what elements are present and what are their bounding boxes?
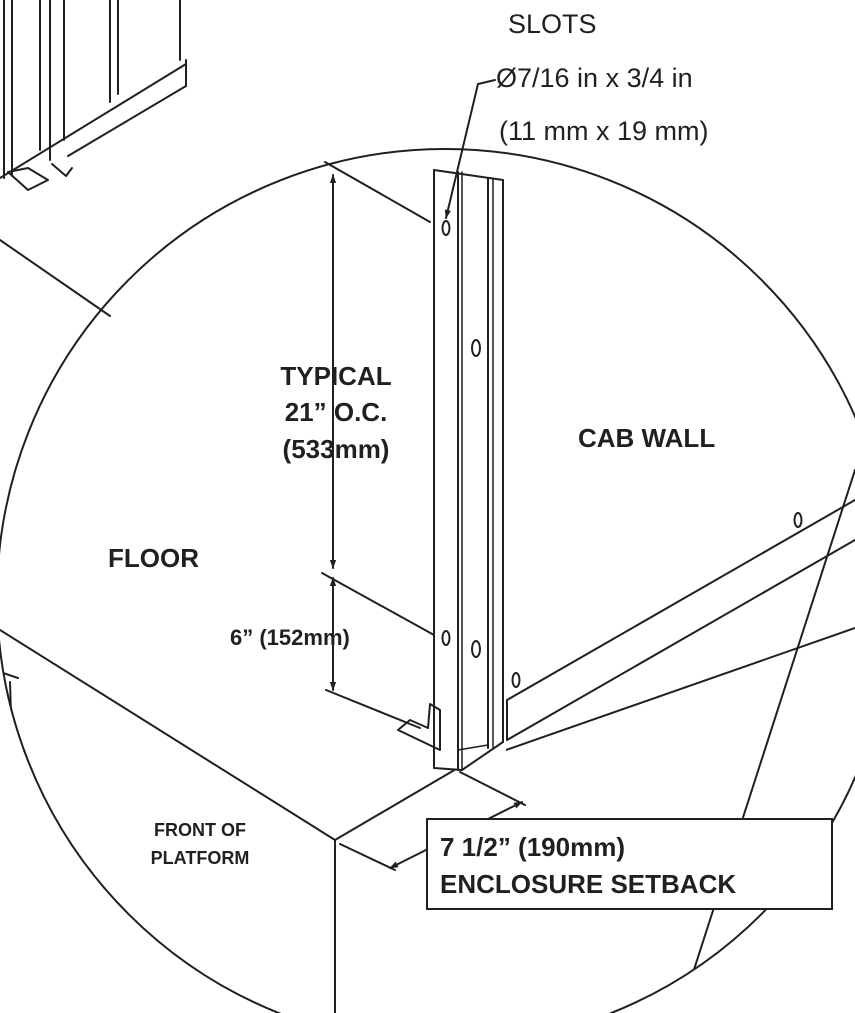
bottom-bracket [397,703,441,751]
enclosure-setback-label: ENCLOSURE SETBACK [440,869,736,899]
floor-label: FLOOR [108,543,199,573]
overview-detail [0,0,187,317]
six-inch-label: 6” (152mm) [230,625,350,650]
mounting-slots [441,220,803,688]
typical-spacing-line3: (533mm) [283,434,390,464]
setback-callout-box [426,818,833,910]
cab-wall-base [506,469,855,1013]
slots-title: SLOTS [508,9,597,39]
typical-spacing-line2: 21” O.C. [285,397,388,427]
dimension-six-inch [325,577,421,729]
front-of-platform-line1: FRONT OF [154,820,246,840]
slot-size-inch: Ø7/16 in x 3/4 in [496,63,693,93]
setback-dimension-label: 7 1/2” (190mm) [440,832,625,862]
typical-spacing-line1: TYPICAL [280,361,391,391]
dimension-spacing [321,161,435,636]
cab-wall-label: CAB WALL [578,423,715,453]
detail-circle [0,148,855,1013]
slot-size-mm: (11 mm x 19 mm) [499,116,709,146]
vertical-post [433,169,506,771]
detail-view [0,169,855,1013]
slot-leader-line [444,79,496,219]
front-of-platform-line2: PLATFORM [151,848,250,868]
